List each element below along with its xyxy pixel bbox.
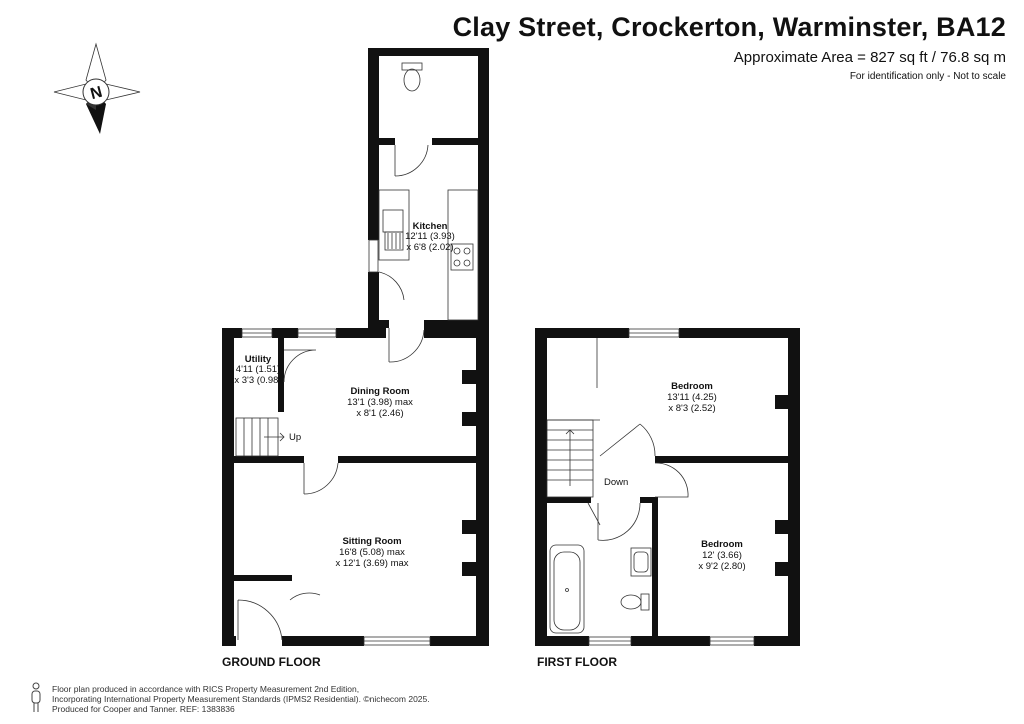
utility-label: Utility xyxy=(245,354,272,365)
footer-line-1: Floor plan produced in accordance with R… xyxy=(52,684,360,694)
dining-room-dim-2: x 8'1 (2.46) xyxy=(356,408,403,419)
kitchen-dim-2: x 6'8 (2.02) xyxy=(406,242,453,253)
stairs-down-label: Down xyxy=(604,477,628,488)
stairs-up-label: Up xyxy=(289,432,301,443)
dining-room-label: Dining Room xyxy=(350,386,409,397)
bedroom-1-dim-2: x 8'3 (2.52) xyxy=(668,403,715,414)
scale-note: For identification only - Not to scale xyxy=(849,71,1006,82)
bedroom-2-dim-1: 12' (3.66) xyxy=(702,550,742,561)
kitchen-dim-1: 12'11 (3.93) xyxy=(405,231,455,242)
ground-floor-plan xyxy=(222,48,489,646)
bedroom-2-dim-2: x 9'2 (2.80) xyxy=(698,561,745,572)
dining-room-dim-1: 13'1 (3.98) max xyxy=(347,397,413,408)
utility-dim-1: 4'11 (1.51) xyxy=(236,364,280,375)
bedroom-1-label: Bedroom xyxy=(671,381,713,392)
first-floor-label: FIRST FLOOR xyxy=(537,655,617,669)
utility-dim-2: x 3'3 (0.98) xyxy=(234,375,281,386)
first-floor-fittings xyxy=(546,328,755,646)
footer-notes: Floor plan produced in accordance with R… xyxy=(52,684,430,714)
sitting-room-label: Sitting Room xyxy=(342,536,401,547)
person-icon xyxy=(31,682,41,712)
property-title: Clay Street, Crockerton, Warminster, BA1… xyxy=(452,12,1006,42)
ground-floor-label: GROUND FLOOR xyxy=(222,655,321,669)
first-floor-plan xyxy=(535,328,800,646)
sitting-room-dim-1: 16'8 (5.08) max xyxy=(339,547,405,558)
compass-north-letter: N xyxy=(89,84,105,103)
footer-line-3: Produced for Cooper and Tanner. REF: 138… xyxy=(52,704,235,714)
bedroom-2-label: Bedroom xyxy=(701,539,743,550)
ground-floor-fittings xyxy=(235,62,479,646)
sitting-room-dim-2: x 12'1 (3.69) max xyxy=(335,558,408,569)
compass-icon: N xyxy=(53,42,141,134)
footer-line-2: Incorporating International Property Mea… xyxy=(52,694,430,704)
kitchen-label: Kitchen xyxy=(413,221,448,232)
approximate-area: Approximate Area = 827 sq ft / 76.8 sq m xyxy=(733,49,1006,66)
bedroom-1-dim-1: 13'11 (4.25) xyxy=(667,392,717,403)
